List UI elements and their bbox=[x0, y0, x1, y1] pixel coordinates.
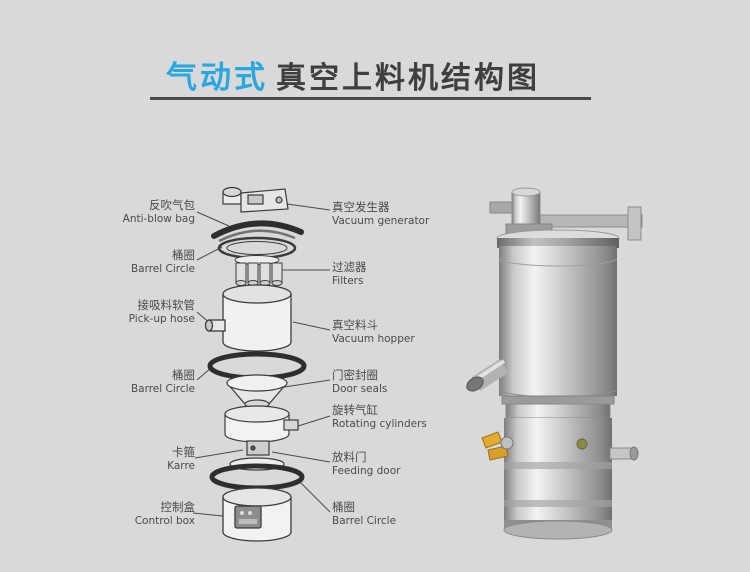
label-barrel-circle-3: 桶圈 Barrel Circle bbox=[332, 500, 396, 529]
control-box-container-part bbox=[222, 487, 292, 542]
door-seal-funnel-part bbox=[226, 374, 288, 409]
label-en: Door seals bbox=[332, 382, 388, 395]
label-rotating-cylinders: 旋转气缸 Rotating cylinders bbox=[332, 403, 427, 432]
label-zh: 控制盒 bbox=[160, 500, 196, 514]
label-zh: 桶圈 bbox=[172, 248, 195, 262]
machine-lower-body bbox=[503, 418, 613, 540]
rotating-cylinder-section-part bbox=[224, 405, 299, 443]
label-barrel-circle-2: 桶圈 Barrel Circle bbox=[131, 368, 195, 397]
label-zh: 反吹气包 bbox=[149, 198, 195, 212]
label-en: Control box bbox=[134, 514, 195, 527]
label-en: Karre bbox=[167, 459, 195, 472]
title-underline bbox=[150, 97, 591, 100]
label-zh: 真空发生器 bbox=[332, 200, 390, 214]
assembled-machine-image bbox=[466, 187, 643, 540]
label-zh: 门密封圈 bbox=[332, 368, 378, 382]
vacuum-hopper-part bbox=[204, 284, 292, 352]
label-anti-blow-bag: 反吹气包 Anti-blow bag bbox=[123, 198, 195, 227]
machine-main-body bbox=[496, 229, 620, 398]
label-zh: 真空料斗 bbox=[332, 318, 378, 332]
label-en: Pick-up hose bbox=[128, 312, 195, 325]
label-karre: 卡箍 Karre bbox=[167, 445, 195, 474]
machine-clamp-handles bbox=[481, 431, 514, 461]
label-en: Anti-blow bag bbox=[122, 212, 195, 225]
label-filters: 过滤器 Filters bbox=[332, 260, 367, 289]
label-zh: 接吸料软管 bbox=[137, 298, 196, 312]
vacuum-generator-part bbox=[222, 186, 289, 213]
label-zh: 过滤器 bbox=[332, 260, 367, 274]
label-feeding-door: 放料门 Feeding door bbox=[332, 450, 400, 479]
label-en: Barrel Circle bbox=[130, 382, 195, 395]
label-en: Barrel Circle bbox=[130, 262, 195, 275]
label-en: Vacuum generator bbox=[332, 214, 430, 227]
label-zh: 卡箍 bbox=[172, 445, 195, 459]
machine-inlet-pipe bbox=[466, 359, 509, 392]
label-en: Filters bbox=[332, 274, 364, 287]
title-rest: 真空上料机结构图 bbox=[276, 61, 540, 96]
label-zh: 放料门 bbox=[332, 450, 367, 464]
label-door-seals: 门密封圈 Door seals bbox=[332, 368, 387, 397]
label-zh: 桶圈 bbox=[332, 500, 355, 514]
label-zh: 桶圈 bbox=[172, 368, 195, 382]
label-zh: 旋转气缸 bbox=[332, 403, 378, 417]
page-title: 气动式真空上料机结构图 bbox=[166, 52, 540, 97]
machine-flange-transition bbox=[501, 395, 615, 419]
leader-lines bbox=[192, 203, 331, 518]
label-en: Feeding door bbox=[332, 464, 401, 477]
label-pick-up-hose: 接吸料软管 Pick-up hose bbox=[129, 298, 195, 327]
title-highlight: 气动式 bbox=[166, 60, 268, 96]
anti-blow-bag-part bbox=[211, 220, 304, 243]
label-en: Vacuum hopper bbox=[332, 332, 415, 345]
label-control-box: 控制盒 Control box bbox=[135, 500, 195, 529]
exploded-view-drawing bbox=[192, 186, 331, 542]
label-en: Barrel Circle bbox=[332, 514, 397, 527]
label-barrel-circle-1: 桶圈 Barrel Circle bbox=[131, 248, 195, 277]
label-en: Rotating cylinders bbox=[332, 417, 427, 430]
label-vacuum-generator: 真空发生器 Vacuum generator bbox=[332, 200, 429, 229]
filters-part bbox=[234, 255, 283, 286]
machine-outlet-fitting bbox=[576, 438, 639, 461]
label-vacuum-hopper: 真空料斗 Vacuum hopper bbox=[332, 318, 415, 347]
